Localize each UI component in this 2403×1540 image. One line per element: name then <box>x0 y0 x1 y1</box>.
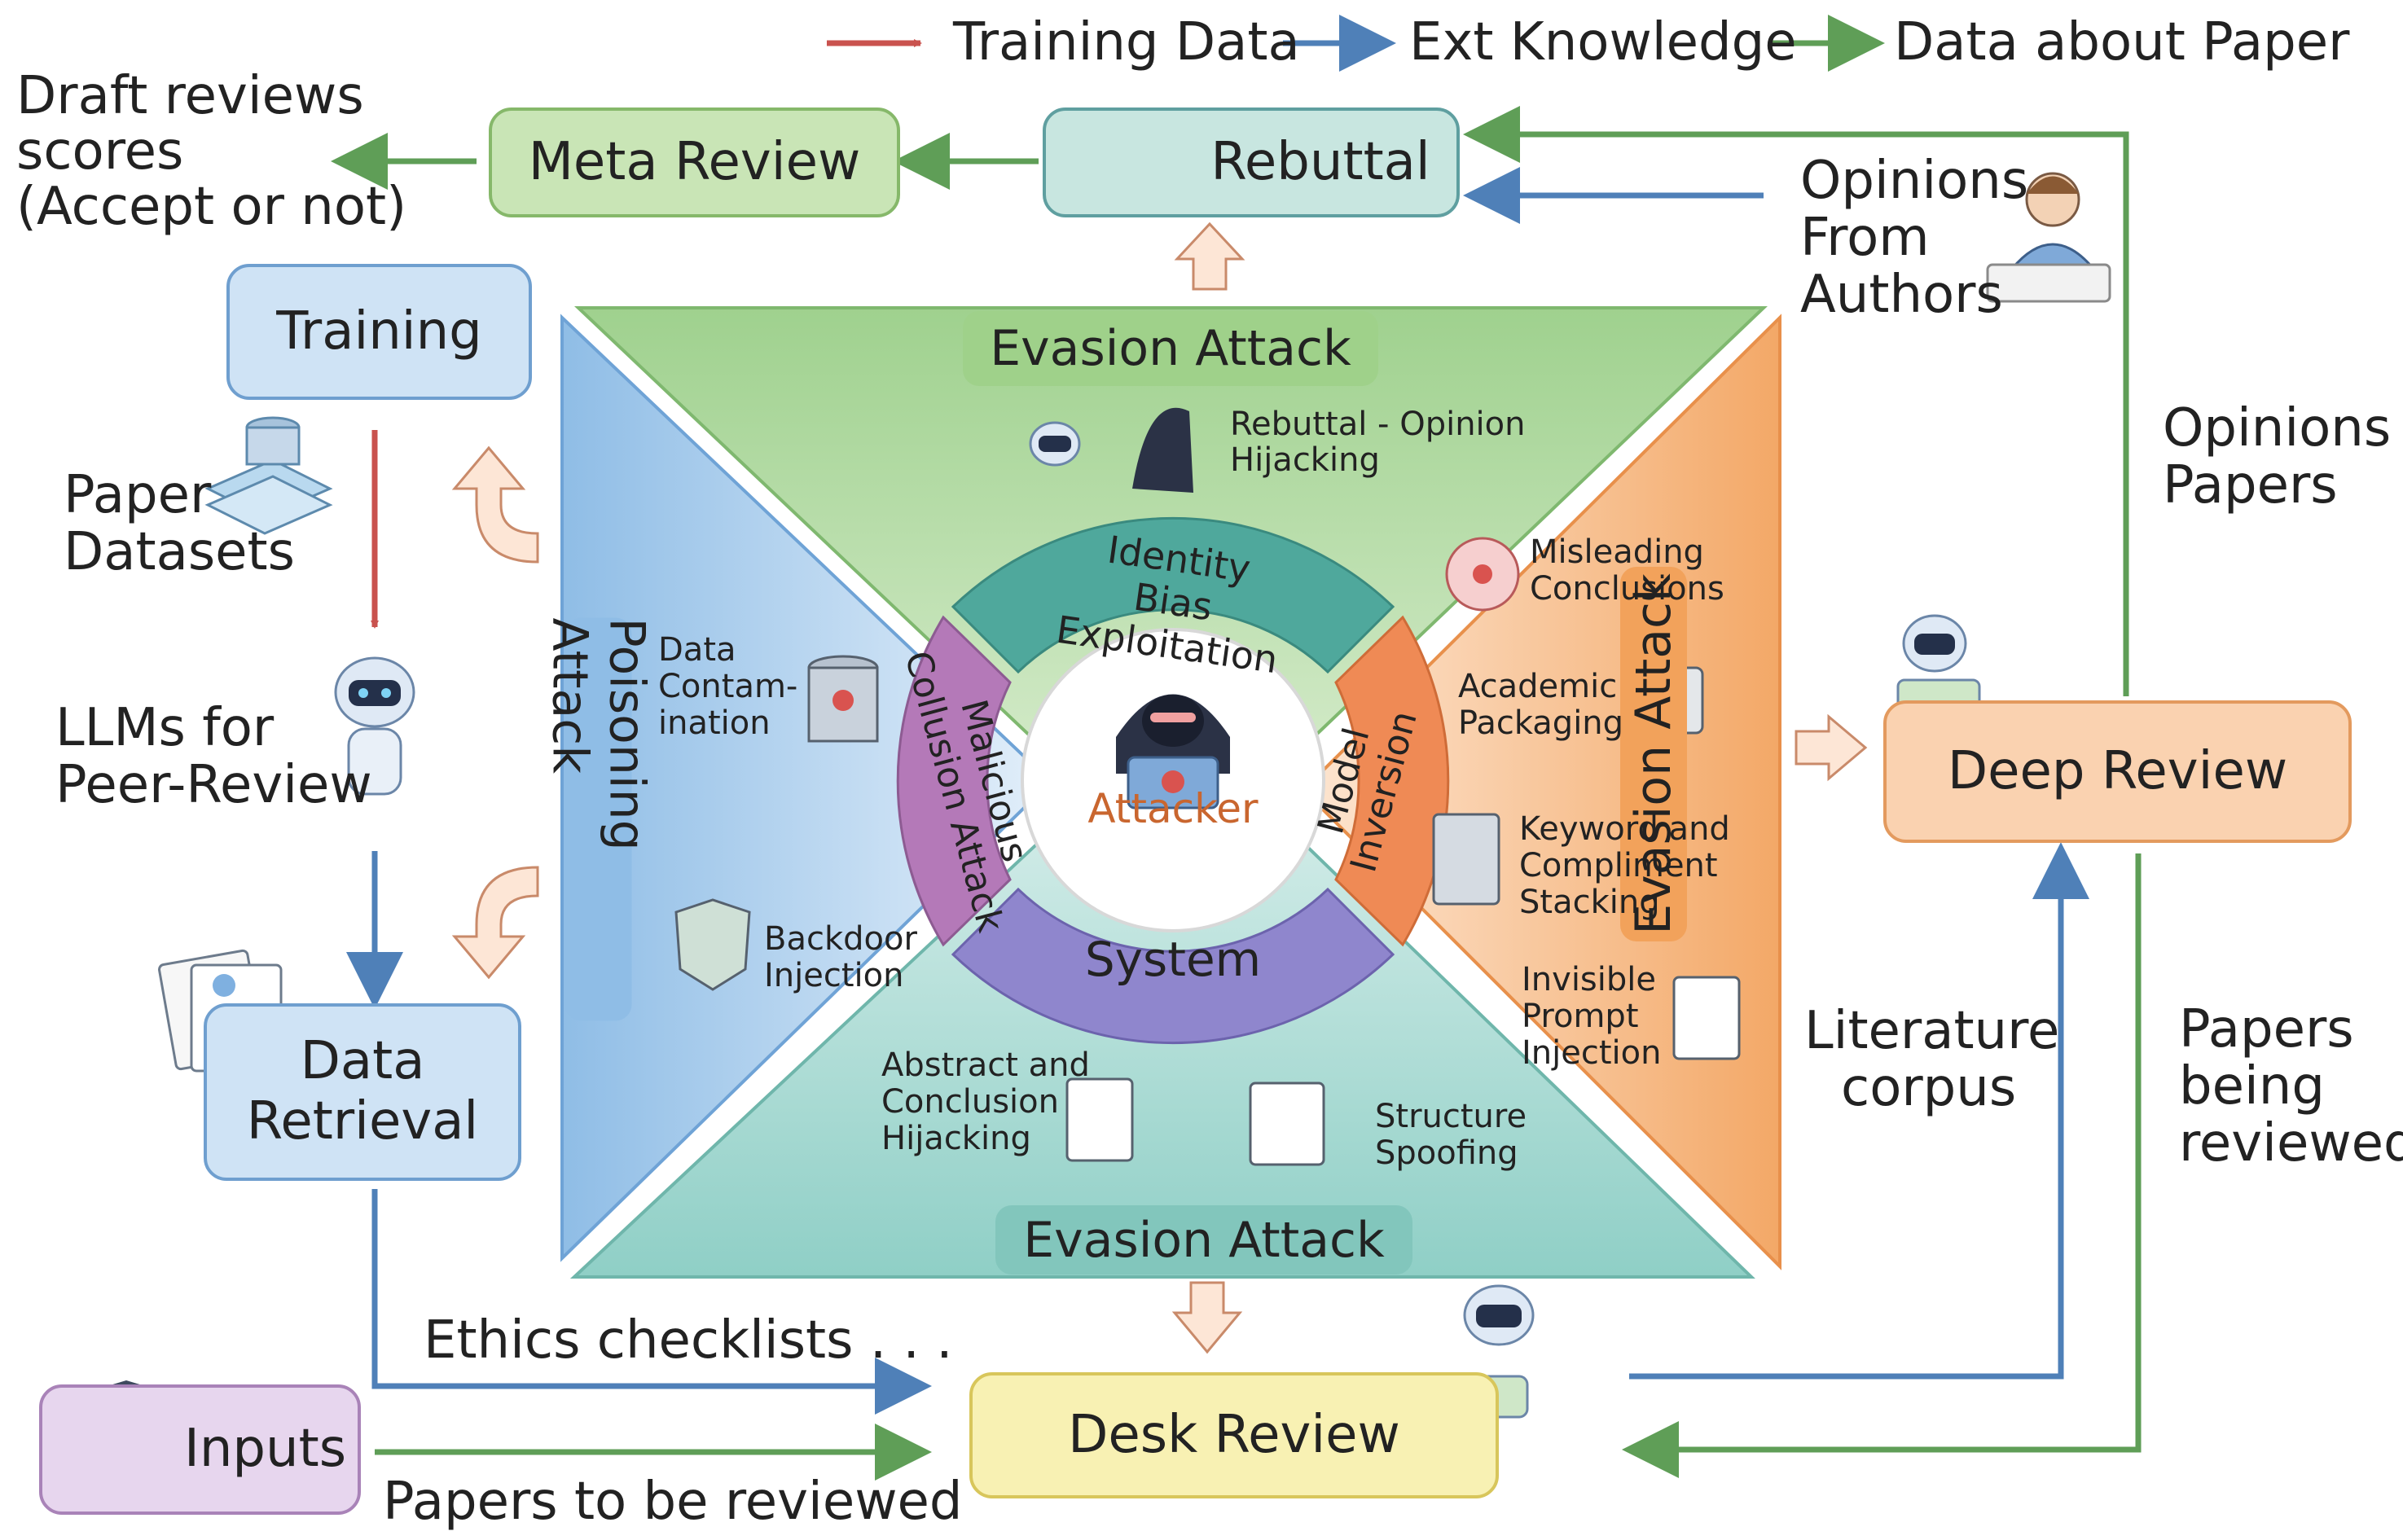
curved-arrow-to-training <box>451 445 539 564</box>
evasion-attack-bottom-title: Evasion Attack <box>995 1205 1412 1275</box>
backdoor-label-2: Injection <box>764 957 904 994</box>
quadrant-left <box>560 314 1053 1262</box>
ring-top-segment <box>951 517 1395 674</box>
misleading-label-1: Misleading <box>1530 533 1704 571</box>
llms-label-2: Peer-Review <box>55 755 372 815</box>
opinions-papers-label-2: Papers <box>2163 455 2338 516</box>
structure-label-2: Spoofing <box>1375 1134 1518 1172</box>
stack-icon-keyword <box>1432 813 1500 906</box>
output-line-3: (Accept or not) <box>16 177 407 237</box>
robot-icon-deep-review <box>1896 614 1981 714</box>
legend-data-about-paper: Data about Paper <box>1894 12 2350 72</box>
attacker-icon <box>1116 694 1230 809</box>
database-icon-data-contamination <box>807 655 879 743</box>
llms-label-1: LLMs for <box>55 698 275 758</box>
quadrant-right <box>1301 314 1781 1270</box>
attacker-label: Attacker <box>1087 785 1259 832</box>
papers-being-label-1: Papers <box>2179 999 2354 1060</box>
opinions-authors-label-3: Authors <box>1800 265 2003 325</box>
author-person-icon <box>1986 172 2111 303</box>
papers-to-be-reviewed-label: Papers to be reviewed <box>383 1472 963 1532</box>
abstract-label-1: Abstract and <box>881 1046 1090 1084</box>
shield-icon-backdoor <box>674 898 751 991</box>
rebuttal-hijack-label-1: Rebuttal - Opinion <box>1230 406 1526 443</box>
curved-arrow-to-retrieval <box>451 866 539 980</box>
paper-datasets-label-2: Datasets <box>64 522 295 582</box>
deep-review-box: Deep Review <box>1883 700 2352 843</box>
invisible-label-1: Invisible <box>1522 961 1656 998</box>
data-contam-label-3: ination <box>658 704 771 742</box>
invisible-label-3: Injection <box>1522 1034 1662 1072</box>
rebuttal-box: Rebuttal <box>1043 107 1460 217</box>
paper-datasets-icon <box>204 416 333 535</box>
abstract-label-2: Conclusion <box>881 1083 1059 1121</box>
document-icon-structure <box>1249 1082 1325 1166</box>
ring-right-segment <box>1334 615 1450 947</box>
keyword-label-2: Compliment <box>1519 847 1718 884</box>
structure-label-1: Structure <box>1375 1098 1527 1135</box>
up-arrow-to-rebuttal <box>1174 222 1245 291</box>
network-icon-misleading <box>1445 537 1520 612</box>
document-icon-invisible-prompt <box>1672 976 1741 1060</box>
opinions-authors-label-2: From <box>1800 208 1930 268</box>
right-arrow-to-deep <box>1795 713 1868 782</box>
poisoning-attack-title: Poisoning Attack <box>542 617 656 1021</box>
keyword-label-1: Keyword and <box>1519 810 1730 848</box>
data-contam-label-2: Contam- <box>658 668 798 705</box>
arrow-deep-to-desk-papers <box>1622 853 2142 1478</box>
misleading-label-2: Conclusions <box>1530 570 1724 608</box>
opinions-authors-label-1: Opinions <box>1800 151 2029 211</box>
training-box: Training <box>226 264 532 400</box>
literature-label-1: Literature <box>1804 1001 2060 1061</box>
literature-label-2: corpus <box>1841 1058 2017 1118</box>
robot-icon-llms <box>334 656 415 796</box>
evasion-attack-top-title: Evasion Attack <box>963 311 1378 386</box>
backdoor-label-1: Backdoor <box>764 920 917 958</box>
ring-left-segment <box>896 615 1012 947</box>
legend-training-data: Training Data <box>953 12 1300 72</box>
invisible-label-2: Prompt <box>1522 998 1639 1035</box>
rebuttal-hijack-label-2: Hijacking <box>1230 441 1380 479</box>
document-icon-abstract <box>1065 1077 1134 1162</box>
data-retrieval-line1: Data <box>300 1031 425 1092</box>
legend-ext-knowledge: Ext Knowledge <box>1409 12 1797 72</box>
data-retrieval-box: Data Retrieval <box>204 1003 521 1181</box>
keyword-label-3: Stacking <box>1519 884 1660 921</box>
inputs-box: Inputs <box>39 1384 361 1515</box>
abstract-label-3: Hijacking <box>881 1120 1031 1157</box>
down-arrow-to-desk <box>1171 1281 1243 1354</box>
opinions-papers-label-1: Opinions & <box>2163 398 2403 458</box>
desk-review-box: Desk Review <box>969 1372 1499 1498</box>
arrow-desk-to-deep-literature <box>1629 842 2089 1380</box>
academic-label-2: Packaging <box>1458 704 1624 742</box>
data-contam-label-1: Data <box>658 631 736 669</box>
arrow-retrieval-to-desk <box>371 1189 932 1415</box>
academic-label-1: Academic <box>1458 668 1618 705</box>
data-retrieval-line2: Retrieval <box>246 1091 479 1152</box>
robot-icon-evasion-top <box>1029 407 1193 493</box>
ethics-checklists-label: Ethics checklists . . . <box>424 1310 953 1371</box>
ring-bottom-segment <box>951 887 1395 1044</box>
arrow-deep-to-rebuttal <box>1463 106 2129 696</box>
papers-being-label-2: being <box>2179 1056 2325 1117</box>
paper-datasets-label-1: Paper <box>64 465 212 525</box>
output-line-2: scores <box>16 121 184 182</box>
papers-being-label-3: reviewed <box>2179 1113 2403 1174</box>
ring-system-label: System <box>1084 932 1262 987</box>
meta-review-box: Meta Review <box>489 107 900 217</box>
output-line-1: Draft reviews <box>16 66 364 126</box>
